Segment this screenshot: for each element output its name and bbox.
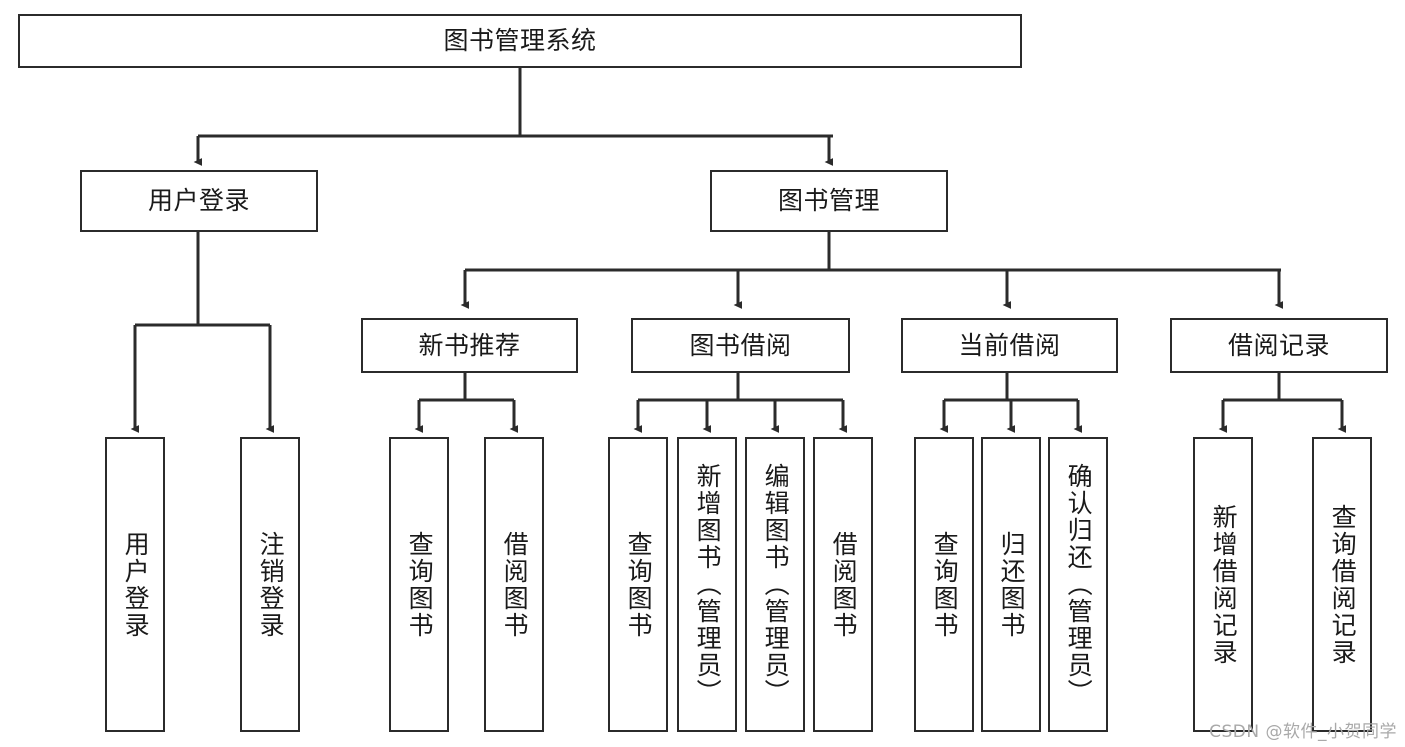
node-current-borrowing-label: 当前借阅 [958, 330, 1061, 360]
node-leaf-confirm-return-admin[interactable]: 确认归还（管理员） [1048, 437, 1108, 732]
node-leaf-edit-book-admin[interactable]: 编辑图书（管理员） [745, 437, 805, 732]
node-leaf-query-borrow-record[interactable]: 查询借阅记录 [1312, 437, 1372, 732]
node-leaf-user-login-label: 用户登录 [121, 530, 151, 639]
node-book-borrowing-label: 图书借阅 [689, 330, 792, 360]
node-leaf-borrow-book-newbook[interactable]: 借阅图书 [484, 437, 544, 732]
node-leaf-add-borrow-record-label: 新增借阅记录 [1209, 503, 1239, 666]
node-leaf-query-borrow-record-label: 查询借阅记录 [1328, 503, 1358, 666]
node-leaf-query-book-borrow[interactable]: 查询图书 [608, 437, 668, 732]
node-leaf-query-book-current[interactable]: 查询图书 [914, 437, 974, 732]
node-leaf-edit-book-admin-label: 编辑图书（管理员） [761, 463, 791, 706]
node-leaf-logout[interactable]: 注销登录 [240, 437, 300, 732]
node-leaf-query-book-current-label: 查询图书 [930, 530, 960, 639]
node-leaf-query-book-newbook-label: 查询图书 [405, 530, 435, 639]
node-user-login[interactable]: 用户登录 [80, 170, 318, 232]
node-new-book-recommendation[interactable]: 新书推荐 [361, 318, 578, 373]
node-borrowing-record[interactable]: 借阅记录 [1170, 318, 1388, 373]
node-leaf-return-book-label: 归还图书 [997, 530, 1027, 639]
node-book-management-label: 图书管理 [777, 186, 880, 215]
node-book-management[interactable]: 图书管理 [710, 170, 948, 232]
node-leaf-user-login[interactable]: 用户登录 [105, 437, 165, 732]
node-leaf-logout-label: 注销登录 [256, 530, 286, 639]
node-new-book-recommendation-label: 新书推荐 [418, 330, 521, 360]
node-leaf-return-book[interactable]: 归还图书 [981, 437, 1041, 732]
node-leaf-add-book-admin[interactable]: 新增图书（管理员） [677, 437, 737, 732]
node-borrowing-record-label: 借阅记录 [1227, 330, 1330, 360]
node-leaf-add-book-admin-label: 新增图书（管理员） [693, 463, 723, 706]
node-book-borrowing[interactable]: 图书借阅 [631, 318, 850, 373]
csdn-watermark: CSDN @软件_小贺同学 [1209, 722, 1397, 742]
node-leaf-borrow-book[interactable]: 借阅图书 [813, 437, 873, 732]
node-leaf-confirm-return-admin-label: 确认归还（管理员） [1064, 463, 1094, 706]
node-current-borrowing[interactable]: 当前借阅 [901, 318, 1118, 373]
node-leaf-borrow-book-label: 借阅图书 [829, 530, 859, 639]
node-leaf-borrow-book-newbook-label: 借阅图书 [500, 530, 530, 639]
node-leaf-add-borrow-record[interactable]: 新增借阅记录 [1193, 437, 1253, 732]
node-root-label: 图书管理系统 [443, 26, 597, 55]
node-user-login-label: 用户登录 [147, 186, 250, 215]
node-leaf-query-book-borrow-label: 查询图书 [624, 530, 654, 639]
node-root-book-management-system[interactable]: 图书管理系统 [18, 14, 1022, 68]
node-leaf-query-book-newbook[interactable]: 查询图书 [389, 437, 449, 732]
